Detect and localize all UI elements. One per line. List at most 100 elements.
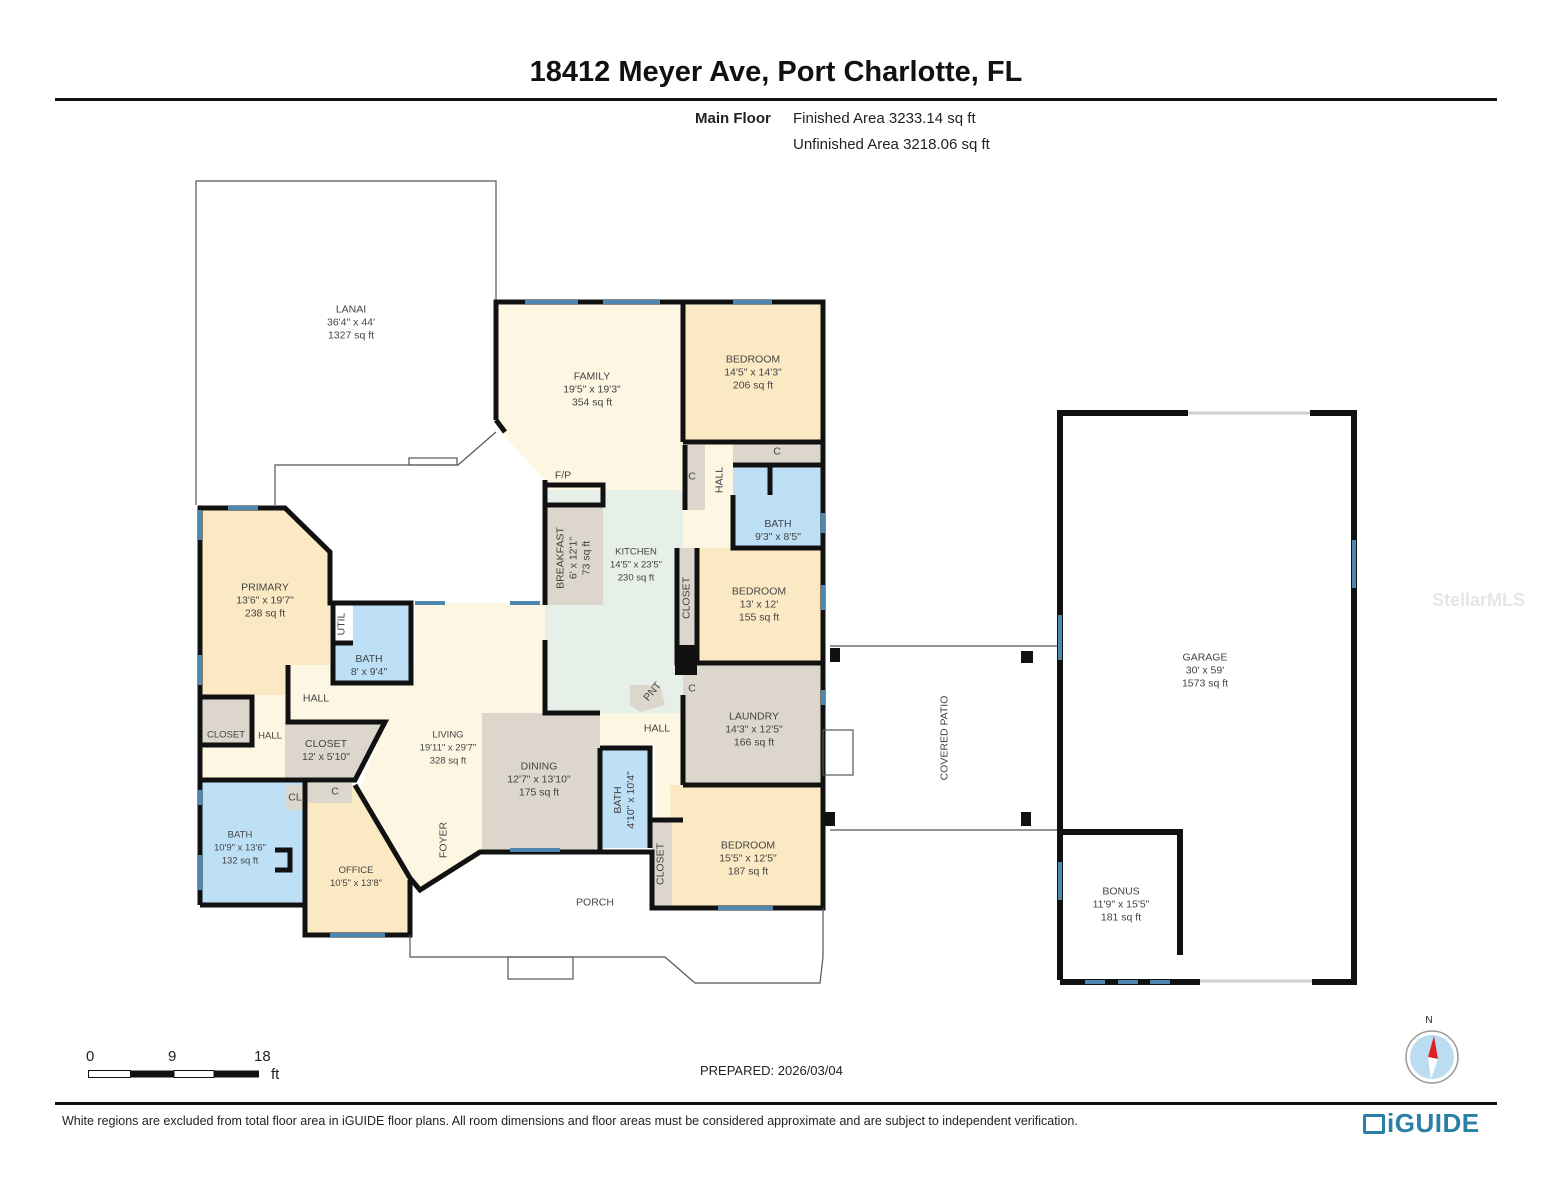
office-fill xyxy=(305,785,410,935)
scale-unit: ft xyxy=(271,1066,280,1083)
room-dims: 19'5" x 19'3" xyxy=(563,383,621,396)
hall-laundry-fill xyxy=(600,713,683,820)
room-name: OFFICE xyxy=(338,865,374,876)
iguide-logo: iGUIDE xyxy=(1363,1108,1480,1139)
room-name: BATH xyxy=(355,653,383,665)
room-dims: 30' x 59' xyxy=(1185,664,1225,677)
prepared-date: PREPARED: 2026/03/04 xyxy=(700,1063,843,1078)
laundry-fill xyxy=(683,663,823,785)
compass: N xyxy=(1404,1015,1464,1087)
breakfast-fill xyxy=(545,505,603,605)
room-label-foyer: FOYER xyxy=(437,821,450,859)
room-name: BONUS xyxy=(1102,885,1140,898)
compass-icon xyxy=(1405,1030,1459,1084)
scale-bar: 0 9 18 ft xyxy=(86,1048,288,1088)
room-dims: 12'7" x 13'10" xyxy=(507,773,571,786)
room-name: FAMILY xyxy=(573,370,611,383)
room-name: BATH xyxy=(612,786,624,814)
scale-bar-graphic xyxy=(88,1070,259,1078)
c-hall-fill xyxy=(685,445,705,510)
compass-north-label: N xyxy=(1425,1015,1433,1026)
room-label-living: LIVING 19'11" x 29'7" 328 sq ft xyxy=(420,729,477,768)
room-label-util: UTIL xyxy=(335,612,348,636)
room-area: 181 sq ft xyxy=(1100,911,1142,924)
room-label-bath-primary: BATH 10'9" x 13'6" 132 sq ft xyxy=(214,829,266,868)
room-dims: 9'3" x 8'5" xyxy=(755,531,801,543)
room-dims: 10'9" x 13'6" xyxy=(213,842,267,854)
room-area: 187 sq ft xyxy=(727,865,769,878)
windows xyxy=(198,300,825,937)
room-area: 354 sq ft xyxy=(571,396,613,409)
room-name: DINING xyxy=(520,760,558,773)
room-label-garage: GARAGE 30' x 59' 1573 sq ft xyxy=(1182,652,1228,691)
room-label-bedroom3: BEDROOM 15'5" x 12'5" 187 sq ft xyxy=(719,840,777,879)
watermark: StellarMLS xyxy=(1432,590,1526,610)
room-label-c-laundry: C xyxy=(688,682,696,695)
room-name: PRIMARY xyxy=(241,581,289,594)
room-label-c-bed1: C xyxy=(773,445,781,458)
room-label-closet-bed3: CLOSET xyxy=(654,842,667,886)
room-area: 328 sq ft xyxy=(429,755,467,767)
room-label-c-office: C xyxy=(331,785,339,798)
room-area: 155 sq ft xyxy=(738,611,780,624)
room-label-breakfast: BREAKFAST 6' x 12'1" 73 sq ft xyxy=(555,527,594,589)
scale-label-0: 0 xyxy=(86,1048,95,1065)
room-name: LIVING xyxy=(432,729,464,741)
finished-area: Finished Area 3233.14 sq ft xyxy=(793,110,976,127)
room-label-family: FAMILY 19'5" x 19'3" 354 sq ft xyxy=(563,371,621,410)
scale-label-18: 18 xyxy=(254,1048,271,1065)
room-name: BATH xyxy=(764,518,792,530)
c-office-fill xyxy=(307,783,352,803)
room-label-bedroom1: BEDROOM 14'5" x 14'3" 206 sq ft xyxy=(724,354,782,393)
room-label-bath-hall: BATH 9'3" x 8'5" xyxy=(755,518,801,544)
room-name: BREAKFAST xyxy=(554,527,567,589)
family-fill xyxy=(496,305,683,540)
room-area: 1573 sq ft xyxy=(1181,677,1229,690)
room-name: BEDROOM xyxy=(731,585,787,598)
room-label-bath-util: BATH 8' x 9'4" xyxy=(351,653,387,679)
room-label-porch: PORCH xyxy=(576,896,614,909)
room-name: CLOSET xyxy=(304,738,347,750)
room-area: 238 sq ft xyxy=(244,607,286,620)
room-dims: 10'5" x 13'8" xyxy=(329,878,383,889)
room-dims: 8' x 9'4" xyxy=(350,666,388,678)
room-label-closet-big: CLOSET 12' x 5'10" xyxy=(302,738,350,764)
closet-kitchen-fill xyxy=(677,548,697,648)
closet-primary-fill xyxy=(200,697,252,745)
room-label-lanai: LANAI 36'4" x 44' 1327 sq ft xyxy=(327,304,375,343)
room-label-fp: F/P xyxy=(554,469,572,482)
cl-fill xyxy=(285,785,305,810)
footer-divider xyxy=(55,1102,1497,1105)
room-label-kitchen: KITCHEN 14'5" x 23'5" 230 sq ft xyxy=(610,546,662,585)
room-area: 73 sq ft xyxy=(580,540,593,576)
room-label-c-hall: C xyxy=(688,470,696,483)
bedroom2-fill xyxy=(697,548,823,663)
bath-hall-fill xyxy=(733,465,823,547)
room-fills xyxy=(200,305,823,935)
floor-label: Main Floor xyxy=(695,110,771,127)
room-label-closet-primary: CLOSET xyxy=(206,729,246,741)
room-area: 132 sq ft xyxy=(221,855,259,867)
room-dims: 13'6" x 19'7" xyxy=(236,594,294,607)
room-name: GARAGE xyxy=(1182,651,1228,664)
pnt-fill xyxy=(630,685,665,712)
room-dims: 14'5" x 23'5" xyxy=(609,559,663,571)
room-area: 166 sq ft xyxy=(733,736,775,749)
bedroom1-fill xyxy=(683,305,823,442)
bath-primary-fill xyxy=(200,780,305,905)
room-dims: 15'5" x 12'5" xyxy=(719,852,777,865)
room-area: 1327 sq ft xyxy=(327,329,375,342)
room-label-closet-kitchen: CLOSET xyxy=(680,576,693,620)
room-label-primary: PRIMARY 13'6" x 19'7" 238 sq ft xyxy=(236,582,294,621)
room-name: KITCHEN xyxy=(615,546,657,558)
room-label-hall-bed: HALL xyxy=(713,466,726,494)
room-dims: 12' x 5'10" xyxy=(301,751,351,763)
room-dims: 19'11" x 29'7" xyxy=(419,742,477,754)
room-label-covered-patio: COVERED PATIO xyxy=(938,695,951,781)
room-label-dining: DINING 12'7" x 13'10" 175 sq ft xyxy=(507,761,570,800)
room-label-hall-laundry: HALL xyxy=(643,722,671,735)
room-area: 175 sq ft xyxy=(518,786,560,799)
room-label-hall-primary: HALL xyxy=(302,692,330,705)
iguide-logo-icon xyxy=(1363,1114,1385,1134)
